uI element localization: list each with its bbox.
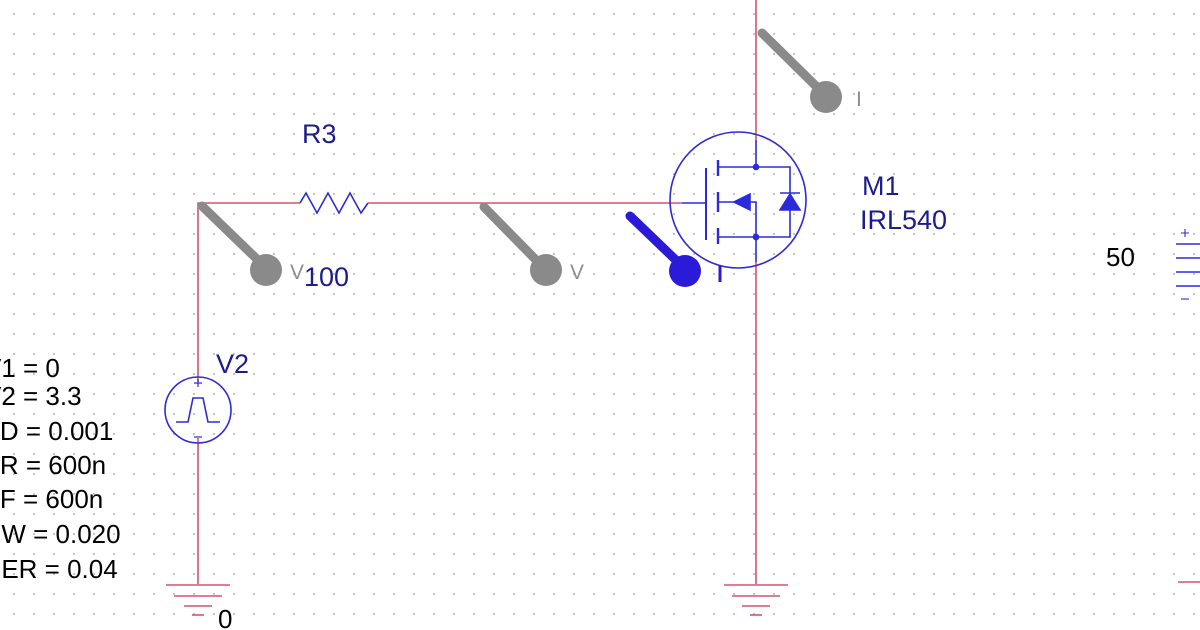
voltage-probe-1[interactable]: V (197, 201, 304, 286)
voltage-probe-icon (625, 211, 685, 269)
mosfet-model-label[interactable]: IRL540 (860, 205, 947, 235)
right-source-value[interactable]: 50 (1106, 242, 1135, 272)
voltage-probe-2[interactable]: V (479, 202, 584, 286)
ground-right[interactable] (724, 584, 788, 616)
probe-tag: V (570, 261, 584, 284)
source-connection (718, 236, 757, 262)
node-dot-drain (752, 163, 760, 171)
source-param: PW = 0.020 (0, 519, 121, 549)
source-param: TF = 600n (0, 484, 103, 514)
source-param: TR = 600n (0, 450, 106, 480)
probe-tag: V (290, 261, 304, 284)
resistor-zigzag (299, 191, 369, 215)
voltage-probe-icon (479, 202, 545, 269)
voltage-probe-icon (197, 201, 267, 269)
resistor-r3[interactable] (268, 191, 402, 215)
wires (197, 0, 757, 584)
mosfet-ref-label[interactable]: M1 (862, 171, 900, 201)
battery-plates-icon (1176, 243, 1200, 287)
source-params[interactable]: V1 = 0 V2 = 3.3 TD = 0.001 TR = 600n TF … (0, 353, 121, 584)
source-param: V1 = 0 (0, 353, 60, 383)
mosfet-m1[interactable] (669, 131, 807, 269)
source-ref-label[interactable]: V2 (216, 349, 249, 379)
plus-sign-icon (194, 379, 202, 387)
source-body (164, 376, 232, 444)
wire-source-to-r3[interactable] (197, 202, 268, 584)
current-probe[interactable]: I (757, 28, 862, 113)
resistor-value-label[interactable]: 100 (304, 262, 349, 292)
mosfet-body (669, 131, 807, 269)
body-arrow-icon (732, 192, 751, 212)
source-param: PER = 0.04 (0, 554, 118, 584)
body-diode-icon (778, 192, 802, 211)
source-param: TD = 0.001 (0, 416, 113, 446)
pulse-source-v2[interactable] (164, 376, 232, 444)
node-dot-source (752, 233, 760, 241)
body-connection (718, 201, 757, 237)
ground-left[interactable] (166, 584, 230, 616)
resistor-ref-label[interactable]: R3 (302, 119, 337, 149)
battery-source-partial[interactable] (1176, 229, 1200, 583)
voltage-probe-3-selected[interactable] (625, 211, 722, 287)
probe-tag: I (856, 88, 862, 111)
source-param: V2 = 3.3 (0, 381, 82, 411)
pulse-waveform-icon (176, 397, 220, 423)
battery-plus-icon (1181, 229, 1189, 237)
drain-connection (718, 140, 757, 168)
current-probe-icon (757, 28, 827, 97)
ground-net-label: 0 (218, 604, 232, 630)
